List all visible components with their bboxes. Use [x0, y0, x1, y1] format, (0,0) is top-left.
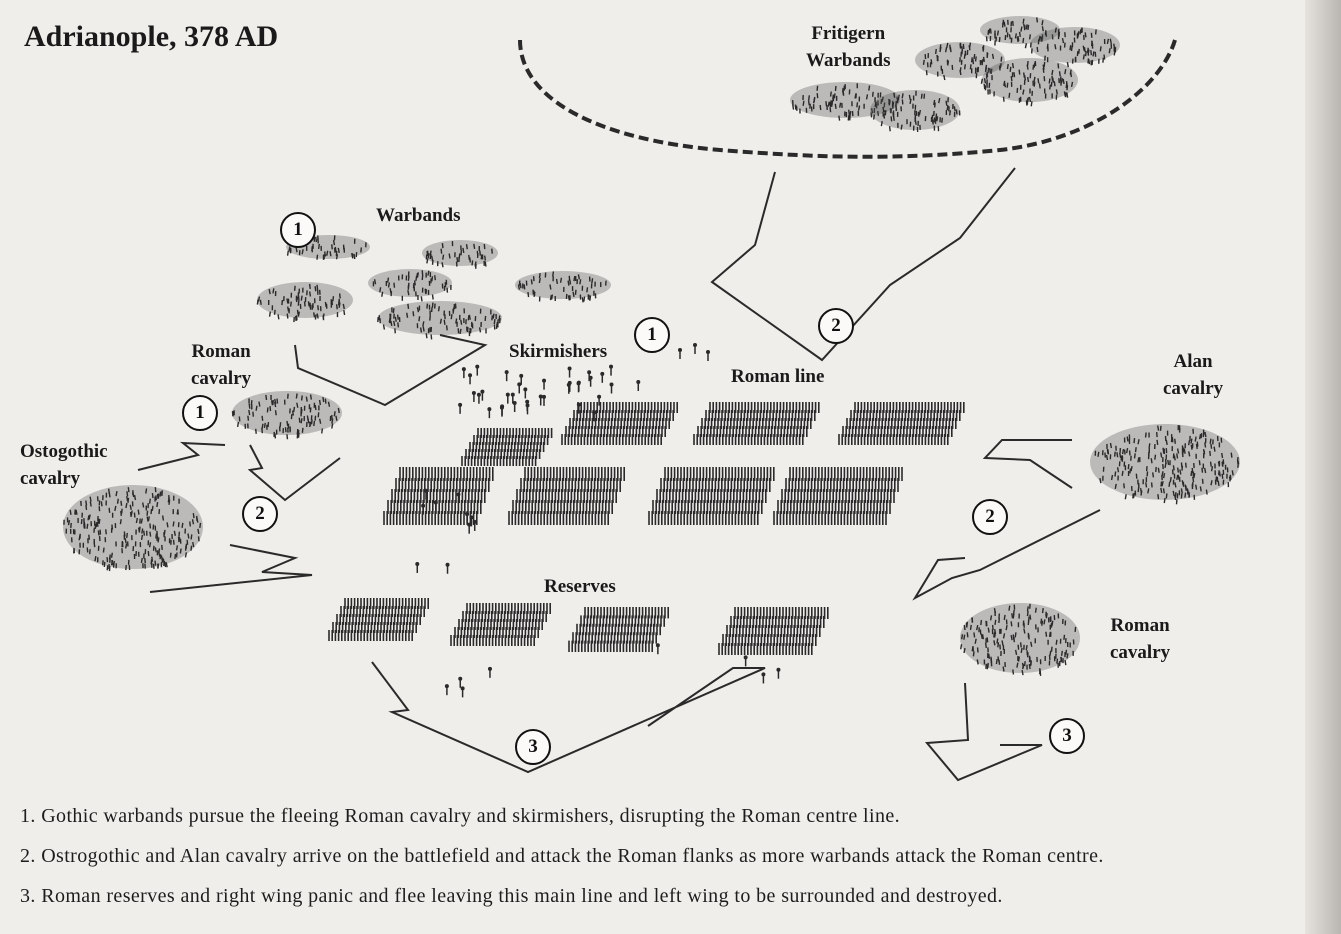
label-roman-line: Roman line — [731, 363, 824, 390]
label-ostrogothic-cavalry: Ostogothic cavalry — [20, 438, 108, 492]
label-line: cavalry — [191, 365, 251, 392]
gothic-warband — [257, 282, 353, 322]
phase-marker: 2 — [818, 308, 854, 344]
roman-line-unit — [462, 428, 552, 466]
roman-line-unit — [649, 467, 774, 525]
page-edge-shadow — [1305, 0, 1341, 934]
gothic-warband — [378, 301, 502, 339]
phase-marker: 2 — [972, 499, 1008, 535]
phase-marker: 1 — [634, 317, 670, 353]
label-roman-cavalry-right: Roman cavalry — [1110, 612, 1170, 666]
map-title: Adrianople, 378 AD — [24, 20, 278, 54]
label-line: Warbands — [806, 47, 890, 74]
label-reserves: Reserves — [544, 573, 616, 600]
label-line: cavalry — [1163, 375, 1223, 402]
phase-marker: 3 — [515, 729, 551, 765]
ostrogothic-cavalry-formation — [63, 485, 203, 571]
label-line: Roman — [1110, 612, 1170, 639]
arrow-reserves-flee — [372, 662, 765, 772]
arrow-cavalry-flee — [138, 443, 225, 470]
alan-cavalry-formation — [1090, 424, 1240, 504]
note-3: 3. Roman reserves and right wing panic a… — [20, 880, 1300, 920]
label-line: cavalry — [1110, 639, 1170, 666]
movement-arrows — [138, 168, 1100, 780]
gothic-warband — [422, 240, 498, 269]
label-alan-cavalry: Alan cavalry — [1163, 348, 1223, 402]
label-line: Ostogothic — [20, 438, 108, 465]
reserve-unit — [451, 603, 550, 646]
phase-marker: 1 — [280, 212, 316, 248]
gothic-warband — [368, 269, 452, 301]
reserve-unit — [329, 598, 428, 641]
arrow-alan-upper — [985, 440, 1072, 488]
roman-line-unit — [384, 467, 493, 525]
phase-marker: 2 — [242, 496, 278, 532]
phase-marker: 1 — [182, 395, 218, 431]
label-fritigern-warbands: Fritigern Warbands — [806, 20, 890, 74]
label-line: cavalry — [20, 465, 108, 492]
legend-notes: 1. Gothic warbands pursue the fleeing Ro… — [20, 800, 1300, 920]
roman-line-unit — [509, 467, 624, 525]
reserve-unit — [569, 607, 668, 652]
note-1: 1. Gothic warbands pursue the fleeing Ro… — [20, 800, 1300, 840]
reserve-unit — [719, 607, 828, 655]
arrow-fritigern-attack — [712, 168, 1015, 360]
label-warbands: Warbands — [376, 202, 460, 229]
label-line: Fritigern — [806, 20, 890, 47]
label-roman-cavalry-left: Roman cavalry — [191, 338, 251, 392]
roman-line-unit — [839, 402, 964, 445]
phase-marker: 3 — [1049, 718, 1085, 754]
arrow-alan-lower — [915, 510, 1100, 598]
fritigern-warband — [981, 58, 1078, 106]
label-line: Roman — [191, 338, 251, 365]
arrow-rightwing-flee — [927, 683, 1042, 780]
roman-line-unit — [774, 467, 902, 525]
roman-cavalry-left-formation — [232, 391, 342, 439]
label-skirmishers: Skirmishers — [509, 338, 607, 365]
roman-line-unit — [694, 402, 819, 445]
roman-cavalry-right-formation — [960, 603, 1080, 676]
fritigern-warband — [870, 90, 960, 132]
note-2: 2. Ostrogothic and Alan cavalry arrive o… — [20, 840, 1300, 880]
arrow-warbands-pursue — [295, 335, 485, 405]
gothic-warband — [515, 271, 611, 302]
arrow-cavalry-left — [250, 445, 340, 500]
label-line: Alan — [1163, 348, 1223, 375]
